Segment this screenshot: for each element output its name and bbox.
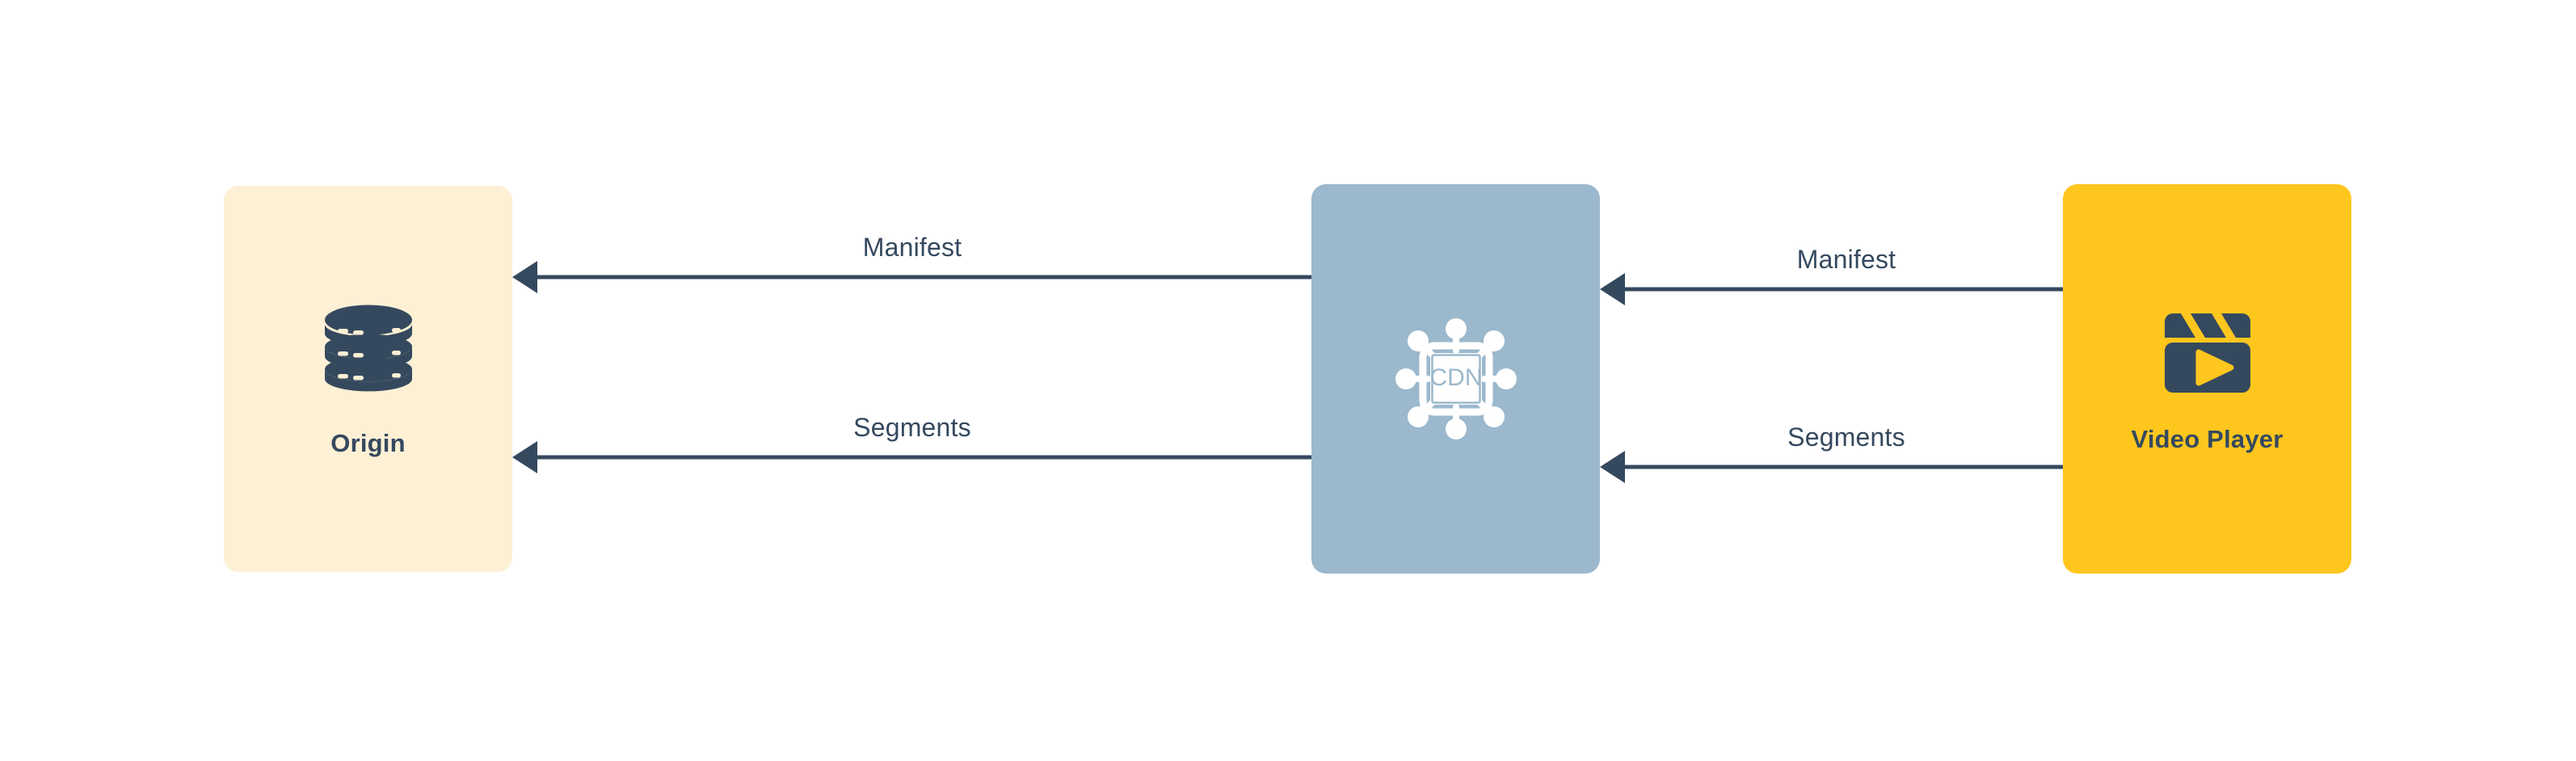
edge-label-manifest: Manifest [1796, 245, 1896, 274]
arrowhead-left-icon [1600, 273, 1625, 305]
node-video-player[interactable]: Video Player [2063, 184, 2351, 574]
edge-label-segments: Segments [1787, 423, 1905, 452]
edge-label-segments: Segments [853, 413, 971, 442]
arrowhead-left-icon [512, 261, 537, 293]
edge-line [1625, 287, 2063, 292]
database-icon [320, 303, 417, 403]
cdn-icon-text: CDN [1429, 364, 1482, 391]
edge-line [537, 455, 1311, 460]
edge-line [1625, 465, 2063, 469]
node-video-player-label: Video Player [2131, 425, 2283, 453]
arrowhead-left-icon [512, 441, 537, 473]
arrowhead-left-icon [1600, 451, 1625, 483]
node-origin[interactable]: Origin [224, 186, 512, 572]
node-cdn[interactable]: CDN [1311, 184, 1600, 574]
edge-line [537, 275, 1311, 280]
edge-label-manifest: Manifest [862, 233, 962, 262]
cdn-chip-icon: CDN [1395, 318, 1517, 439]
node-origin-label: Origin [330, 429, 406, 457]
video-clapperboard-play-icon [2157, 304, 2258, 401]
